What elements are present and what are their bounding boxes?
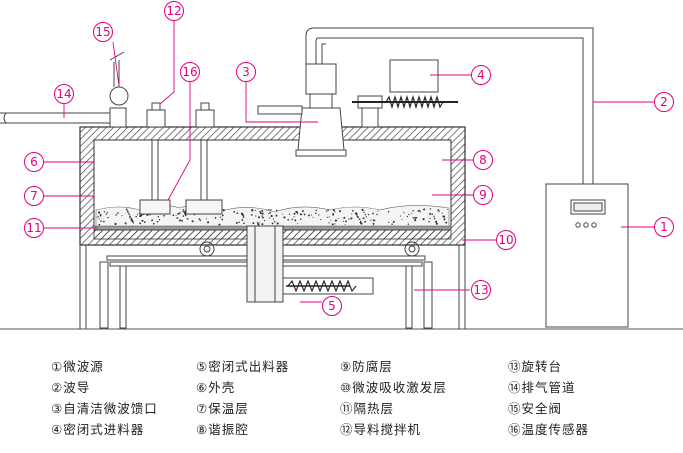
legend-item-13: ⑬旋转台 (508, 359, 563, 374)
callout-circle-8 (473, 150, 493, 170)
legend-item-9: ⑨防腐层 (340, 359, 393, 374)
legend-item-7: ⑦保温层 (196, 401, 249, 416)
legend-item-12: ⑫导料搅拌机 (340, 422, 422, 437)
callout-number-8: 8 (479, 153, 487, 167)
leader-lines (44, 20, 655, 303)
legend-item-15: ⑮安全阀 (508, 401, 563, 416)
callout-circle-2 (654, 92, 674, 112)
callout-circle-4 (471, 65, 491, 85)
callout-circle-15 (93, 22, 113, 42)
callout-circle-16 (180, 62, 200, 82)
outer-legs (79, 245, 466, 329)
callout-circle-3 (236, 62, 256, 82)
callout-number-6: 6 (30, 155, 38, 169)
callout-circle-1 (654, 217, 674, 237)
callout-number-11: 11 (26, 221, 41, 235)
sealed-feeder (352, 59, 458, 110)
microwave-source (545, 183, 629, 328)
callout-number-12: 12 (166, 4, 181, 18)
discharge-chute (246, 225, 374, 303)
callout-number-3: 3 (242, 65, 250, 79)
callout-circle-14 (54, 84, 74, 104)
top-fittings (109, 51, 379, 128)
exhaust-pipe (0, 112, 110, 124)
legend-item-8: ⑧谐振腔 (196, 422, 249, 437)
legend: ①微波源 ②波导 ③自清洁微波馈口 ④密闭式进料器 ⑤密闭式出料器 ⑥外壳 ⑦保… (0, 340, 683, 453)
callout-circle-10 (496, 230, 516, 250)
callout-circle-9 (473, 185, 493, 205)
callout-number-15: 15 (95, 25, 110, 39)
callout-number-7: 7 (30, 189, 38, 203)
callout-number-2: 2 (660, 95, 668, 109)
stirrer-blades (139, 140, 223, 215)
callout-number-13: 13 (473, 283, 488, 297)
callout-circle-6 (24, 152, 44, 172)
legend-item-10: ⑩微波吸收激发层 (340, 380, 447, 395)
callout-circle-7 (24, 186, 44, 206)
callout-circle-5 (322, 296, 342, 316)
legend-item-14: ⑭排气管道 (508, 380, 576, 395)
legend-item-11: ⑪隔热层 (340, 401, 395, 416)
callout-number-16: 16 (182, 65, 197, 79)
legend-item-5: ⑤密闭式出料器 (196, 359, 290, 374)
waveguide (257, 27, 594, 185)
callout-number-9: 9 (479, 188, 487, 202)
legend-item-1: ①微波源 (51, 359, 104, 374)
material-bed (95, 204, 450, 299)
callout-number-5: 5 (328, 299, 336, 313)
callout-circle-11 (24, 218, 44, 238)
legend-item-6: ⑥外壳 (196, 380, 236, 395)
legend-item-4: ④密闭式进料器 (51, 422, 145, 437)
legend-item-2: ②波导 (51, 380, 91, 395)
callout-number-4: 4 (477, 68, 485, 82)
callout-number-14: 14 (56, 87, 71, 101)
legend-item-3: ③自清洁微波馈口 (51, 401, 158, 416)
legend-item-16: ⑯温度传感器 (508, 422, 590, 437)
callout-number-10: 10 (498, 233, 513, 247)
callout-circle-12 (164, 1, 184, 21)
callout-number-1: 1 (660, 220, 668, 234)
callout-circle-13 (471, 280, 491, 300)
